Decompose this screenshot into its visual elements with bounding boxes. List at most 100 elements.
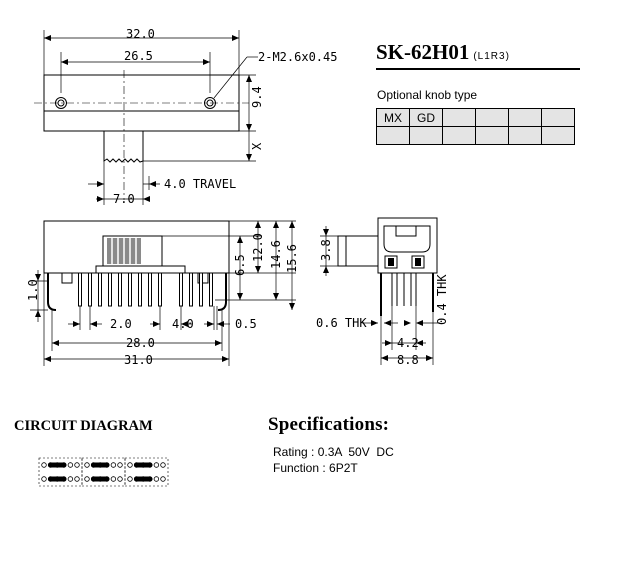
circuit-contact xyxy=(84,476,90,482)
model-underline xyxy=(376,68,580,70)
dim-arrows xyxy=(97,181,104,187)
front-pin xyxy=(108,272,112,307)
circuit-contact xyxy=(127,476,133,482)
dim-bracket-thk: 0.6 THK xyxy=(316,316,367,330)
knob-cell xyxy=(541,126,575,145)
circuit-contact xyxy=(74,462,80,468)
dim-travel: 4.0 TRAVEL xyxy=(164,177,236,191)
dim-body-width: 8.8 xyxy=(397,353,419,367)
model-header: SK-62H01(L1R3) xyxy=(376,40,580,70)
spec-rating: Rating : 0.3A 50V DC xyxy=(273,445,394,459)
dim-6-5: 6.5 xyxy=(233,254,247,276)
mount-hole-right xyxy=(204,97,216,109)
right-mount-leg xyxy=(217,273,227,311)
circuit-contact xyxy=(67,462,74,468)
model-variant: (L1R3) xyxy=(473,51,510,62)
circuit-contact xyxy=(110,476,117,482)
mount-hole-left-inner xyxy=(57,99,65,107)
dim-pin-span: 28.0 xyxy=(126,336,155,350)
circuit-pole-frame xyxy=(124,457,169,487)
dim-14-6: 14.6 xyxy=(269,240,283,269)
circuit-slider-bar xyxy=(133,462,153,468)
side-view: 3.8 0.6 THK 0.4 THK 4.2 8.8 xyxy=(316,217,449,367)
dim-arrows xyxy=(237,236,243,300)
mount-hole-left xyxy=(55,97,67,109)
circuit-contact xyxy=(117,476,123,482)
front-pin xyxy=(78,272,82,307)
dim-knob-length: X xyxy=(250,142,264,150)
front-pin xyxy=(158,272,162,307)
knob-cell xyxy=(508,108,542,127)
knob-cell xyxy=(475,126,509,145)
dim-pin-thk: 0.5 xyxy=(235,317,257,331)
dim-pcb-offset: 1.0 xyxy=(26,279,40,301)
knob-row: MX GD xyxy=(376,108,575,127)
circuit-slider-bar xyxy=(47,476,67,482)
dim-pin-thk-side: 0.4 THK xyxy=(435,274,449,325)
circuit-slider-bar xyxy=(133,476,153,482)
dim-row-gap: 4.0 xyxy=(172,317,194,331)
knob-cell xyxy=(442,108,476,127)
circuit-contact xyxy=(153,476,160,482)
circuit-contact xyxy=(74,476,80,482)
dim-hole-pitch: 26.5 xyxy=(124,49,153,63)
circuit-slider-bar xyxy=(47,462,67,468)
dim-15-6: 15.6 xyxy=(285,244,299,273)
dim-body-height: 9.4 xyxy=(250,86,264,108)
left-mount-leg xyxy=(47,273,57,311)
front-pin xyxy=(148,272,152,307)
dim-12-0: 12.0 xyxy=(251,233,265,262)
circuit-pole-frame xyxy=(38,457,83,487)
knob-type-table: MX GD xyxy=(376,108,575,145)
circuit-contact xyxy=(84,462,90,468)
front-pin xyxy=(138,272,142,307)
front-pin xyxy=(98,272,102,307)
knob-row xyxy=(376,126,575,145)
circuit-diagram-title: CIRCUIT DIAGRAM xyxy=(14,418,153,434)
circuit-contact xyxy=(41,476,47,482)
circuit-contact xyxy=(127,462,133,468)
knob-cell: GD xyxy=(409,108,443,127)
knob-cell xyxy=(376,126,410,145)
circuit-contact xyxy=(160,462,166,468)
dim-knob-width: 7.0 xyxy=(113,192,135,206)
dim-pin-gap: 4.2 xyxy=(397,336,419,350)
side-inner-frame xyxy=(383,225,431,253)
knob-cell xyxy=(475,108,509,127)
spec-function: Function : 6P2T xyxy=(273,461,358,475)
side-contact-fill xyxy=(388,258,421,266)
knob-cell xyxy=(508,126,542,145)
dim-arrows xyxy=(149,181,156,187)
front-pin xyxy=(189,272,193,307)
dim-holes: 2-M2.6x0.45 xyxy=(258,50,337,64)
hole-leader xyxy=(213,56,248,99)
knob-cell xyxy=(409,126,443,145)
front-pin xyxy=(118,272,122,307)
specifications-panel: Specifications: Rating : 0.3A 50V DC Fun… xyxy=(268,414,608,476)
front-pin xyxy=(209,272,213,307)
knob-cell xyxy=(541,108,575,127)
front-pin xyxy=(199,272,203,307)
side-contact-left xyxy=(384,255,398,269)
dim-arrows xyxy=(404,320,411,326)
top-view: 32.0 26.5 2-M2.6x0.45 9.4 X xyxy=(34,27,337,206)
circuit-contact xyxy=(110,462,117,468)
front-pin xyxy=(128,272,132,307)
knob-cell: MX xyxy=(376,108,410,127)
dim-arrows xyxy=(371,320,378,326)
dim-arrows xyxy=(416,320,423,326)
front-pins xyxy=(78,272,213,307)
circuit-pole-frame xyxy=(81,457,126,487)
circuit-slider-bar xyxy=(90,462,110,468)
model-name: SK-62H01 xyxy=(376,40,470,64)
circuit-diagram xyxy=(38,457,169,487)
dim-arrows xyxy=(246,154,252,161)
circuit-contact xyxy=(117,462,123,468)
front-slider-base xyxy=(95,265,186,274)
circuit-contact xyxy=(153,462,160,468)
specifications-title: Specifications: xyxy=(268,414,390,435)
front-pin xyxy=(88,272,92,307)
circuit-contact xyxy=(160,476,166,482)
circuit-contact xyxy=(41,462,47,468)
